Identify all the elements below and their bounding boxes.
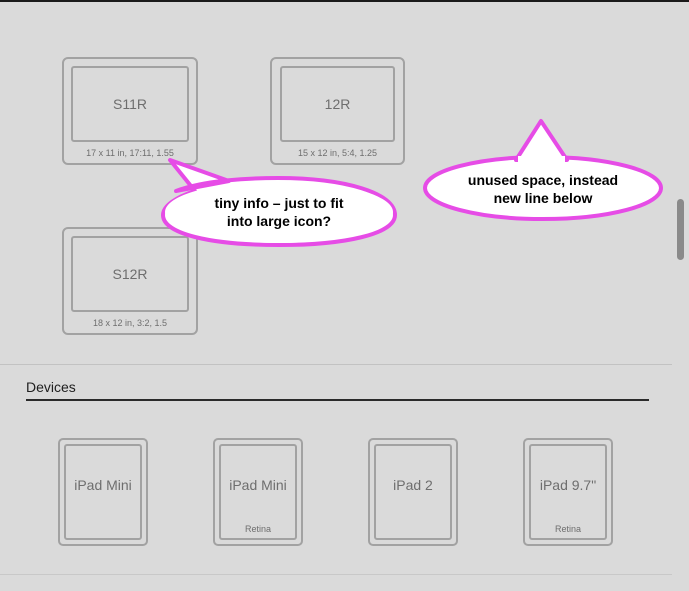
device-ipad-9-7-label: iPad 9.7": [539, 477, 597, 493]
preset-s12r-label: S12R: [112, 266, 148, 282]
callout-tiny-info-line-1: tiny info – just to fit: [214, 195, 344, 211]
preset-12r-screen: 12R: [280, 66, 395, 142]
preset-s11r-info: 17 x 11 in, 17:11, 1.55: [86, 148, 174, 158]
preset-12r[interactable]: 12R 15 x 12 in, 5:4, 1.25: [270, 57, 405, 165]
device-ipad-mini-retina-sublabel: Retina: [244, 524, 271, 534]
section-divider: [0, 364, 672, 365]
callout-unused-space-bubble: [423, 119, 663, 221]
callout-tiny-info-text: tiny info – just to fit into large icon?: [179, 194, 379, 230]
devices-section-title: Devices: [26, 379, 76, 395]
device-ipad-mini-retina[interactable]: iPad Mini Retina: [213, 438, 303, 546]
device-ipad-mini[interactable]: iPad Mini: [58, 438, 148, 546]
preset-s11r-label: S11R: [113, 96, 147, 112]
window-top-border: [0, 0, 689, 2]
device-ipad-9-7[interactable]: iPad 9.7" Retina: [523, 438, 613, 546]
device-ipad-2[interactable]: iPad 2: [368, 438, 458, 546]
device-ipad-mini-retina-frame: [219, 444, 297, 540]
callout-unused-space-line-1: unused space, instead: [467, 172, 619, 188]
devices-section-rule: [26, 399, 649, 401]
callout-unused-space-line-2: new line below: [493, 190, 593, 206]
callout-unused-space-text: unused space, instead new line below: [443, 171, 643, 207]
device-ipad-mini-label: iPad Mini: [74, 477, 132, 493]
preset-12r-info: 15 x 12 in, 5:4, 1.25: [297, 148, 378, 158]
device-ipad-9-7-sublabel: Retina: [554, 524, 581, 534]
preset-s12r[interactable]: S12R 18 x 12 in, 3:2, 1.5: [62, 227, 198, 335]
bottom-divider: [0, 574, 672, 575]
preset-12r-label: 12R: [324, 96, 351, 112]
device-ipad-2-label: iPad 2: [393, 477, 433, 493]
device-ipad-mini-retina-label: iPad Mini: [229, 477, 287, 493]
device-ipad-mini-frame: [64, 444, 142, 540]
preset-s11r-screen: S11R: [71, 66, 189, 142]
vertical-scrollbar-thumb[interactable]: [677, 199, 684, 260]
callout-tiny-info-line-2: into large icon?: [226, 213, 332, 229]
device-ipad-9-7-frame: [529, 444, 607, 540]
preset-s12r-screen: S12R: [71, 236, 189, 312]
preset-s12r-info: 18 x 12 in, 3:2, 1.5: [92, 318, 168, 328]
preset-s11r[interactable]: S11R 17 x 11 in, 17:11, 1.55: [62, 57, 198, 165]
device-ipad-2-frame: [374, 444, 452, 540]
